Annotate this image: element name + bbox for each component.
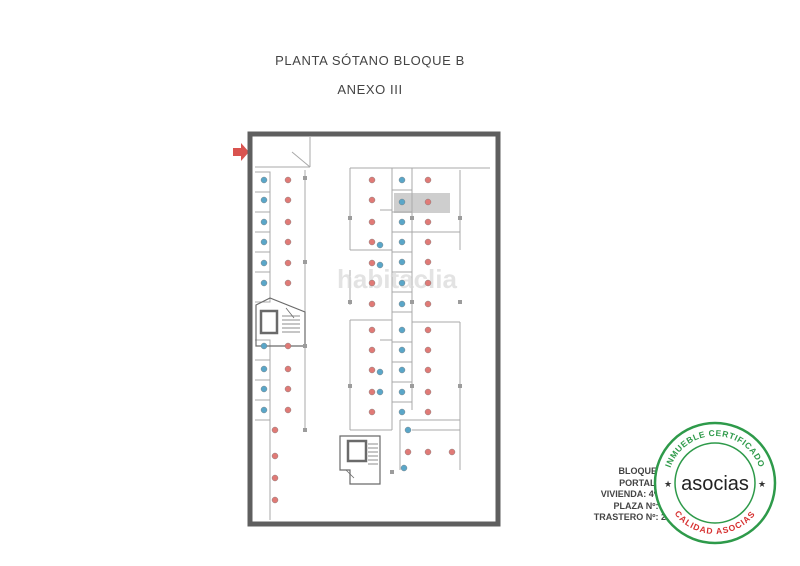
parking-marker	[368, 366, 376, 374]
parking-marker	[271, 496, 279, 504]
parking-marker	[424, 448, 432, 456]
plan-title: PLANTA SÓTANO BLOQUE B	[275, 53, 465, 68]
storage-marker	[376, 261, 384, 269]
parking-marker	[284, 218, 292, 226]
storage-marker	[398, 258, 406, 266]
parking-marker	[424, 218, 432, 226]
star-left-icon: ★	[664, 480, 672, 490]
parking-marker	[284, 279, 292, 287]
parking-marker	[368, 259, 376, 267]
parking-marker	[368, 196, 376, 204]
storage-marker	[260, 365, 268, 373]
info-portal: PORTAL: 5	[619, 477, 666, 488]
parking-marker	[284, 259, 292, 267]
parking-marker	[284, 238, 292, 246]
seal-logo: asocias	[681, 473, 749, 495]
storage-marker	[260, 279, 268, 287]
parking-marker	[424, 346, 432, 354]
parking-marker	[424, 408, 432, 416]
storage-marker	[398, 176, 406, 184]
storage-marker	[398, 408, 406, 416]
parking-marker	[368, 346, 376, 354]
structural-columns	[303, 176, 462, 474]
plan-subtitle: ANEXO III	[337, 82, 403, 97]
storage-marker	[376, 368, 384, 376]
parking-marker	[284, 406, 292, 414]
storage-marker	[260, 406, 268, 414]
storage-marker	[260, 218, 268, 226]
storage-marker	[260, 385, 268, 393]
parking-marker	[404, 448, 412, 456]
storage-marker	[398, 346, 406, 354]
parking-marker	[424, 388, 432, 396]
parking-marker	[368, 326, 376, 334]
highlighted-parking-space	[394, 193, 450, 213]
watermark-text: habitaclia	[337, 264, 457, 294]
parking-marker	[424, 238, 432, 246]
storage-marker	[376, 241, 384, 249]
parking-marker	[284, 365, 292, 373]
parking-markers	[260, 176, 456, 504]
storage-marker	[260, 259, 268, 267]
entrance-arrow-icon	[233, 143, 249, 161]
storage-marker	[400, 464, 408, 472]
info-block: BLOQUE B	[618, 466, 666, 476]
info-dwelling: VIVIENDA: 4º D	[600, 489, 666, 499]
storage-marker	[260, 176, 268, 184]
parking-marker	[368, 238, 376, 246]
parking-marker	[271, 426, 279, 434]
parking-marker	[284, 342, 292, 350]
storage-marker	[376, 388, 384, 396]
storage-marker	[260, 196, 268, 204]
parking-marker	[368, 300, 376, 308]
parking-marker	[271, 474, 279, 482]
parking-marker	[424, 258, 432, 266]
parking-marker	[284, 196, 292, 204]
parking-marker	[424, 326, 432, 334]
storage-marker	[398, 388, 406, 396]
storage-marker	[260, 238, 268, 246]
parking-marker	[368, 218, 376, 226]
parking-marker	[271, 452, 279, 460]
storage-marker	[398, 218, 406, 226]
parking-marker	[424, 366, 432, 374]
info-storage-room: TRASTERO Nº: 2	[593, 512, 666, 522]
storage-marker	[398, 279, 406, 287]
storage-marker	[398, 326, 406, 334]
parking-marker	[284, 385, 292, 393]
property-info: BLOQUE B PORTAL: 5 VIVIENDA: 4º D PLAZA …	[566, 466, 666, 524]
storage-marker	[260, 342, 268, 350]
storage-marker	[398, 366, 406, 374]
parking-marker	[424, 198, 432, 206]
certification-seal: INMUEBLE CERTIFICADO CALIDAD ASOCIAS aso…	[653, 421, 777, 545]
info-parking-space: PLAZA Nº: 2	[613, 500, 666, 511]
star-right-icon: ★	[758, 480, 766, 490]
storage-marker	[404, 426, 412, 434]
parking-marker	[424, 279, 432, 287]
stair-core-bottom	[339, 435, 381, 485]
parking-marker	[368, 279, 376, 287]
parking-marker	[284, 176, 292, 184]
storage-marker	[398, 198, 406, 206]
storage-marker	[398, 300, 406, 308]
stair-core-left	[255, 297, 306, 347]
parking-marker	[368, 388, 376, 396]
interior-partitions	[255, 137, 490, 520]
parking-marker	[424, 176, 432, 184]
parking-marker	[368, 176, 376, 184]
parking-marker	[448, 448, 456, 456]
storage-marker	[398, 238, 406, 246]
outer-walls	[247, 131, 501, 527]
parking-marker	[424, 300, 432, 308]
parking-marker	[368, 408, 376, 416]
